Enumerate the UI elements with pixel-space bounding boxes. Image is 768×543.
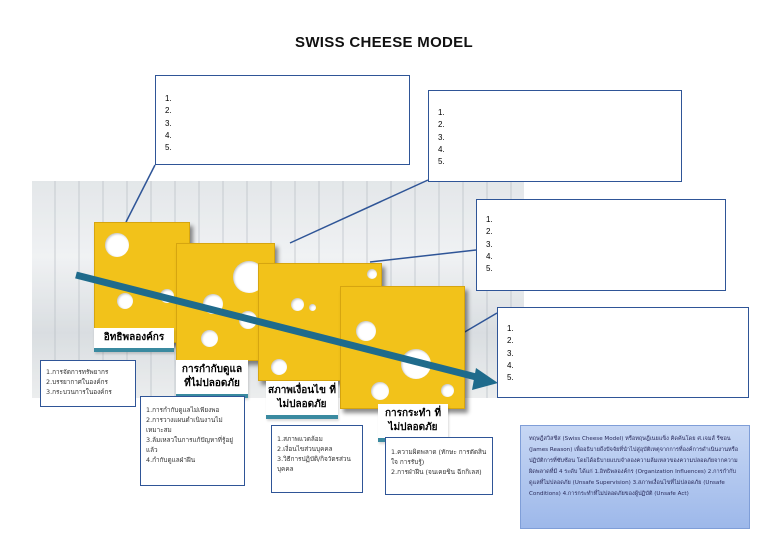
cheese-hole [117, 293, 133, 309]
list-item: 4.กำกับดูแลฝ่าฝืน [146, 456, 196, 464]
list-item: 1. [507, 324, 514, 333]
cheese-hole [371, 382, 389, 400]
cheese-hole [309, 304, 316, 311]
list-item: 1. [165, 94, 172, 103]
diagram-title: SWISS CHEESE MODEL [295, 34, 473, 51]
list-item: 2.เงื่อนไขส่วนบุคคล [277, 445, 333, 453]
list-item: 4. [438, 144, 445, 154]
list-item: 4. [486, 251, 493, 261]
connector-line-4 [462, 312, 498, 334]
list-item: 3.กระบวนการในองค์กร [46, 388, 112, 396]
list-item: 5. [165, 143, 172, 153]
cheese-hole [201, 330, 218, 347]
list-item: 1.ความผิดพลาด (ทักษะ การตัดสินใจ การรับร… [391, 448, 487, 466]
layer-label-acts: การกระทำ ที่ไม่ปลอดภัย [378, 404, 448, 442]
list-item: 2. [486, 227, 493, 237]
cheese-hole [367, 269, 377, 279]
list-item: 2. [507, 336, 514, 346]
list-item: 2.การฝ่าฝืน (จนเคยชิน ฉีกกิเลส) [391, 468, 482, 476]
cheese-hole [356, 321, 376, 341]
list-item: 1. [486, 215, 493, 224]
list-item: 5. [486, 264, 493, 274]
list-item: 1. [438, 108, 445, 117]
cheese-hole [105, 233, 129, 257]
layer-items-organization: 1.การจัดการทรัพยากร 2.บรรยากาศในองค์กร 3… [40, 360, 136, 407]
cheese-hole [441, 384, 454, 397]
cheese-hole [271, 359, 287, 375]
layer-items-acts: 1.ความผิดพลาด (ทักษะ การตัดสินใจ การรับร… [385, 437, 493, 495]
connector-line-1 [125, 164, 156, 223]
list-item: 1.สภาพแวดล้อม [277, 435, 323, 443]
numbered-box-4: 1. 2. 3. 4. 5. [497, 307, 749, 398]
cheese-hole [291, 298, 304, 311]
list-item: 3. [165, 118, 172, 128]
model-description-note: ทฤษฎีสวิสชีส (Swiss Cheese Model) หรือทฤ… [520, 425, 750, 529]
list-item: 4. [165, 130, 172, 140]
list-item: 3.วิธีการปฏิบัติ/กิจวัตรส่วนบุคคล [277, 455, 351, 473]
numbered-box-2: 1. 2. 3. 4. 5. [428, 90, 682, 182]
list-item: 3. [507, 348, 514, 358]
list-item: 2. [438, 120, 445, 130]
list-item: 2.บรรยากาศในองค์กร [46, 378, 108, 386]
list-item: 2.การวางแผนดำเนินงานไม่เหมาะสม [146, 416, 223, 434]
list-item: 5. [507, 373, 514, 383]
layer-label-organization: อิทธิพลองค์กร [94, 328, 174, 352]
list-item: 3. [438, 132, 445, 142]
layer-items-supervision: 1.การกำกับดูแลไม่เพียงพอ 2.การวางแผนดำเน… [140, 396, 245, 486]
list-item: 4. [507, 360, 514, 370]
layer-label-supervision: การกำกับดูแล ที่ไม่ปลอดภัย [176, 360, 248, 398]
list-item: 5. [438, 157, 445, 167]
list-item: 3. [486, 239, 493, 249]
layer-label-conditions: สภาพเงื่อนไข ที่ไม่ปลอดภัย [266, 381, 338, 419]
numbered-box-3: 1. 2. 3. 4. 5. [476, 199, 726, 291]
connector-line-2 [289, 179, 429, 244]
list-item: 2. [165, 106, 172, 116]
list-item: 1.การจัดการทรัพยากร [46, 368, 109, 376]
layer-items-conditions: 1.สภาพแวดล้อม 2.เงื่อนไขส่วนบุคคล 3.วิธี… [271, 425, 363, 493]
numbered-box-1: 1. 2. 3. 4. 5. [155, 75, 410, 165]
list-item: 3.ล้มเหลวในการแก้ปัญหาที่รู้อยู่แล้ว [146, 436, 234, 454]
connector-line-3 [369, 249, 477, 263]
list-item: 1.การกำกับดูแลไม่เพียงพอ [146, 406, 220, 414]
